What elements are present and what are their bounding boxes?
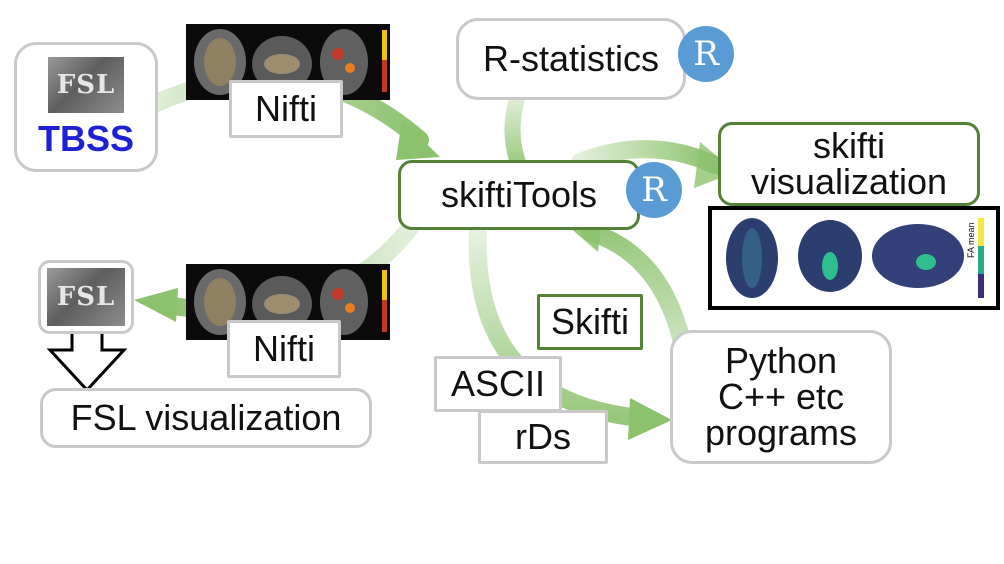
brain-slices-graphic (194, 29, 387, 95)
fsl-logo: FSL (48, 57, 124, 113)
skifti-vis-line2: visualization (750, 161, 948, 202)
tbss-box: FSL TBSS (14, 42, 158, 172)
programs-box: Python C++ etc programs (670, 330, 892, 464)
r-logo-icon: R (678, 26, 734, 82)
r-statistics-box: R-statistics (456, 18, 686, 100)
brain-slices-image-top (186, 24, 390, 100)
arrow-tools-to-vis-head (694, 142, 736, 188)
skifti-brain-render-panel: FA mean (708, 206, 1000, 310)
skifti-format-label: Skifti (537, 294, 643, 350)
nifti-bottom-label: Nifti (227, 320, 341, 378)
skiftitools-box: skiftiTools (398, 160, 640, 230)
fsl-lower-box: FSL (38, 260, 134, 334)
ascii-format-label: ASCII (434, 356, 562, 412)
fsl-logo: FSL (47, 268, 125, 326)
down-arrow-fsl (46, 330, 128, 393)
r-logo-icon: R (626, 162, 682, 218)
brain-render-graphic (726, 218, 984, 298)
programs-line3: programs (704, 412, 858, 453)
skifti-visualization-box: skifti visualization (718, 122, 980, 206)
nifti-top-label: Nifti (229, 80, 343, 138)
programs-line2: C++ etc (717, 376, 845, 417)
brain-slices-image-bottom (186, 264, 390, 340)
arrow-tools-to-programs-head (628, 398, 672, 440)
skifti-vis-line1: skifti (813, 125, 885, 166)
rds-format-label: rDs (478, 410, 608, 464)
brain-slices-graphic (194, 269, 387, 335)
arrow-rstats-to-tools (504, 82, 528, 176)
arrow-tools-to-fsl-head (134, 288, 178, 322)
tbss-label: TBSS (37, 118, 134, 159)
arrow-tbss-to-tools-head (396, 120, 440, 160)
fsl-visualization-box: FSL visualization (40, 388, 372, 448)
programs-line1: Python (724, 340, 838, 381)
fa-mean-legend-label: FA mean (966, 222, 976, 258)
